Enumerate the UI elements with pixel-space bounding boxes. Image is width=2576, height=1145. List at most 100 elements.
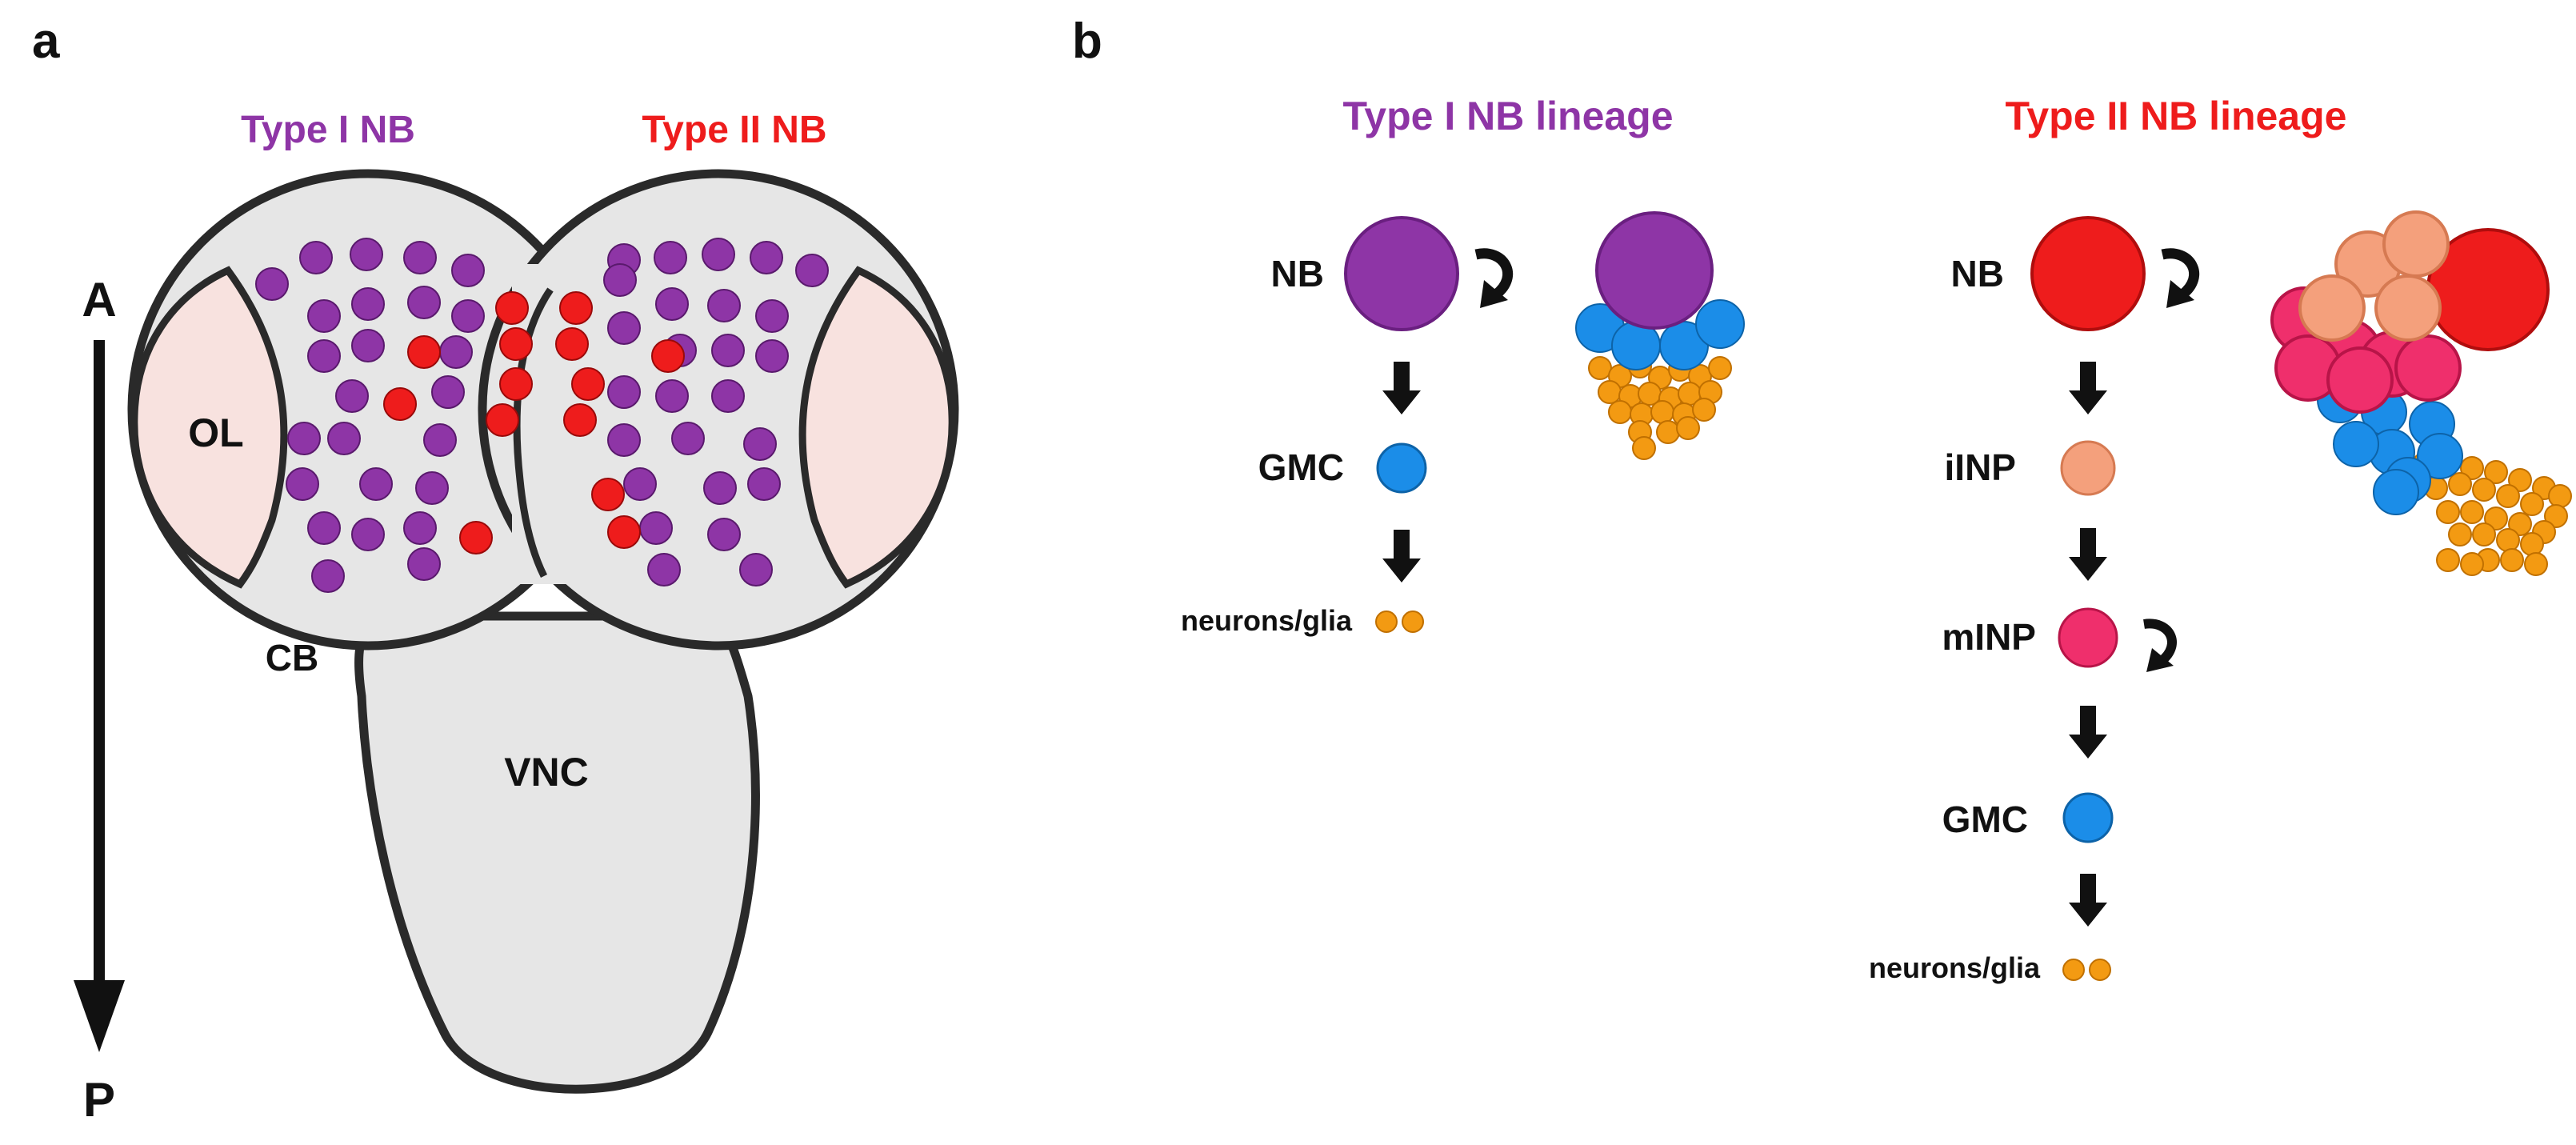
type1-neuroblast-dot <box>607 423 641 457</box>
iinp-cell <box>2382 210 2450 278</box>
type1-nb-cell <box>1595 211 1714 330</box>
down-arrow <box>2069 528 2107 581</box>
type1-lineage-cluster <box>1575 211 1745 460</box>
gmc-cell <box>2417 433 2463 479</box>
anterior-posterior-axis: A P <box>74 273 125 1127</box>
left-optic-lobe <box>130 266 288 589</box>
type1-nb-step: NB <box>1271 253 1324 294</box>
type2-minp-step: mINP <box>1942 616 2036 658</box>
type1-neuroblast-dot <box>287 422 321 455</box>
neuron-cell <box>2484 506 2508 530</box>
neuron-cell <box>2448 522 2472 546</box>
panel-b: b Type I NB lineage NB GMC neurons/glia <box>1072 14 2572 984</box>
type2-iinp-step: iINP <box>1945 446 2016 488</box>
type2-neuroblast-dot <box>563 403 597 437</box>
type1-neuroblast-dot <box>407 547 441 581</box>
axis-arrowhead <box>74 980 125 1052</box>
neuron-cell <box>2508 512 2532 536</box>
type2-neuroblast-dot <box>459 521 493 554</box>
type2-neuroblast-dot <box>499 327 533 361</box>
minp-cell <box>2326 346 2394 414</box>
neuron-cell <box>2520 492 2544 516</box>
type1-neuroblast-dot <box>607 311 641 345</box>
type2-neuron-cell <box>2089 959 2111 981</box>
gmc-cell <box>2373 469 2419 515</box>
type1-neuroblast-dot <box>351 287 385 321</box>
type1-neuroblast-dot <box>654 241 687 274</box>
neuron-cell <box>2520 532 2544 556</box>
down-arrow <box>2069 706 2107 759</box>
neuron-cell <box>1692 398 1716 422</box>
type2-neuroblast-dot <box>486 403 519 437</box>
neuron-cell <box>2548 484 2572 508</box>
neuron-cell <box>2496 484 2520 508</box>
type1-neuroblast-dot <box>750 241 783 274</box>
type2-neuroblast-dot <box>559 291 593 325</box>
minp-cell <box>2394 334 2462 402</box>
neuron-cell <box>2508 468 2532 492</box>
type1-neurons-step: neurons/glia <box>1181 604 1353 637</box>
type1-neuroblast-dot <box>707 289 741 322</box>
type2-lineage: Type II NB lineage NB iINP mINP <box>1869 94 2572 984</box>
brain-neuroblasts <box>255 238 829 593</box>
type1-neuroblast-dot <box>603 263 637 297</box>
type1-nb-cell <box>1344 216 1459 331</box>
type1-neuroblast-dot <box>327 422 361 455</box>
neuron-cell <box>2436 500 2460 524</box>
type1-lineage: Type I NB lineage NB GMC neurons/glia <box>1181 94 1745 637</box>
neuron-cell <box>1650 400 1674 424</box>
type1-neuroblast-dot <box>702 238 735 271</box>
type1-neuroblast-dot <box>311 559 345 593</box>
type2-neuroblast-dot <box>571 367 605 401</box>
type1-neuroblast-dot <box>623 467 657 501</box>
type1-neuroblast-dot <box>755 339 789 373</box>
neuron-cell <box>2524 552 2548 576</box>
type2-neuroblast-dot <box>495 291 529 325</box>
type2-gmc-cell <box>2062 792 2114 843</box>
type2-neuroblast-dot <box>383 387 417 421</box>
neuron-cell <box>2448 472 2472 496</box>
type1-neuroblast-dot <box>707 518 741 551</box>
down-arrow <box>2069 362 2107 414</box>
neuron-cell <box>2460 456 2484 480</box>
iinp-cell <box>2374 274 2442 342</box>
neuron-cell <box>2544 504 2568 528</box>
type1-gmc-cell <box>1376 442 1427 494</box>
type2-nb-label: Type II NB <box>642 109 826 151</box>
neuron-cell <box>2484 460 2508 484</box>
right-optic-lobe <box>798 266 956 589</box>
gmc-cell <box>1695 299 1745 349</box>
type1-neuroblast-dot <box>703 471 737 505</box>
axis-anterior-label: A <box>82 273 116 326</box>
neuron-cell <box>2436 548 2460 572</box>
type2-self-renew-icon <box>2161 248 2200 299</box>
neuron-cell <box>1608 400 1632 424</box>
type1-neuroblast-dot <box>351 518 385 551</box>
type2-neuroblast-dot <box>555 327 589 361</box>
type1-neuroblast-dot <box>351 329 385 362</box>
type2-iinp-cell <box>2060 440 2116 496</box>
type1-neuroblast-dot <box>451 299 485 333</box>
type2-minp-self-renew-icon <box>2143 619 2177 665</box>
type1-nb-label: Type I NB <box>241 109 415 151</box>
type1-neuron-cell <box>1402 611 1424 633</box>
type1-neuroblast-dot <box>415 471 449 505</box>
type2-lineage-title: Type II NB lineage <box>2006 94 2347 138</box>
panel-a-letter: a <box>32 14 60 69</box>
type2-neuron-cell <box>2062 959 2085 981</box>
type1-neuroblast-dot <box>335 379 369 413</box>
vnc-label: VNC <box>504 750 589 795</box>
type1-neuroblast-dot <box>307 339 341 373</box>
neuron-cell <box>1656 420 1680 444</box>
type1-lineage-title: Type I NB lineage <box>1342 94 1673 138</box>
type2-neuroblast-dot <box>591 478 625 511</box>
neuron-cell <box>1676 416 1700 440</box>
type2-minp-cell <box>2058 607 2118 668</box>
type1-neuroblast-dot <box>639 511 673 545</box>
type1-neuroblast-dot <box>451 254 485 287</box>
neuron-cell <box>2500 548 2524 572</box>
type2-nb-step: NB <box>1951 253 2004 294</box>
gmc-cell <box>2333 421 2379 467</box>
type2-gmc-step: GMC <box>1942 799 2028 840</box>
type2-neuroblast-dot <box>499 367 533 401</box>
